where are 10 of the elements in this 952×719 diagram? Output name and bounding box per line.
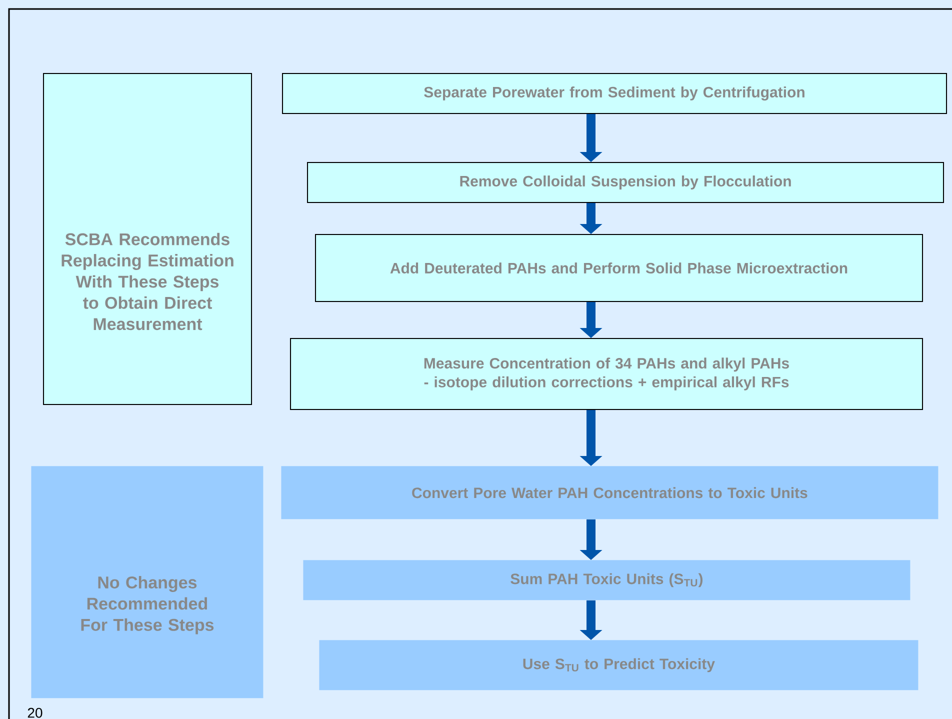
process-box: No Changes Recommended For These Steps	[31, 466, 264, 698]
process-box: Measure Concentration of 34 PAHs and alkyl PAHs - isotope dilution corrections + empirical alkyl RFs	[290, 338, 923, 410]
process-box: Convert Pore Water PAH Concentrations to Toxic Units	[281, 466, 938, 520]
process-box: Add Deuterated PAHs and Perform Solid Phase Microextraction	[315, 234, 923, 302]
process-box: Separate Porewater from Sediment by Centrifugation	[282, 73, 947, 114]
page-number: 20	[28, 708, 42, 718]
process-box: Use S$_{TU}$ to Predict Toxicity	[319, 640, 918, 690]
process-box: Remove Colloidal Suspension by Flocculation	[307, 162, 944, 203]
process-box: Sum PAH Toxic Units (S$_{TU}$)	[303, 560, 910, 600]
process-box: SCBA Recommends Replacing Estimation With These Steps to Obtain Direct Measurement	[43, 73, 252, 405]
